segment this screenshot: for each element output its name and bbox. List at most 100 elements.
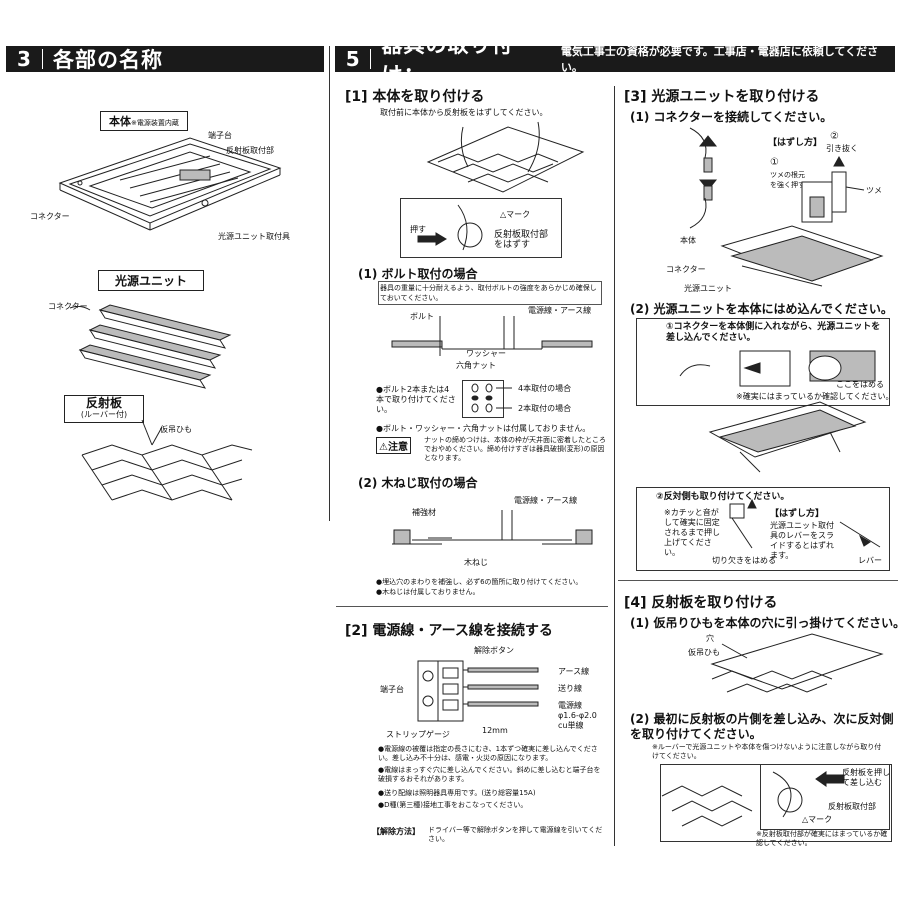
body-label-step3: 本体: [680, 236, 696, 245]
reflector-illustration: [81, 419, 253, 501]
lever-illustration: [839, 521, 881, 548]
bolt-count: ●ボルト2本または4本で取り付けてください。: [376, 385, 456, 414]
bolt-label: ボルト: [410, 312, 434, 321]
woodscrew-label: 木ねじ: [464, 558, 488, 567]
lever-label: レバー: [858, 556, 882, 565]
column-divider: [614, 86, 615, 846]
step3-title: [3] 光源ユニットを取り付ける: [624, 89, 820, 105]
step2-title: [2] 電源線・アース線を接続する: [345, 623, 553, 639]
reflector-label: 反射板: [85, 396, 122, 410]
connector-label-step3: コネクター: [666, 265, 706, 274]
reflector-label-box: 反射板 (ルーバー付): [64, 395, 144, 423]
power-earth-label-2: 電源線・アース線: [514, 496, 578, 505]
unit-label-step3: 光源ユニット: [684, 284, 732, 293]
unit-fixture: [708, 401, 867, 473]
step-divider-1: [336, 606, 608, 607]
insert-box-2-text: ②反対側も取り付けてください。: [656, 492, 790, 502]
mark-label-step4: △マーク: [802, 815, 833, 824]
two-mount-label: 2本取付の場合: [518, 404, 572, 413]
removal2-text: 光源ユニット取付具のレバーをスライドするとはずれます。: [770, 521, 834, 560]
circle-2: ②: [830, 131, 839, 142]
section-5-number: 5: [335, 49, 372, 69]
wire-spec-1: φ1.6-φ2.0: [558, 711, 597, 720]
hexnut-label: 六角ナット: [456, 361, 496, 370]
reflector-mount-label: 反射板取付部: [226, 146, 274, 155]
removal-label: 【はずし方】: [768, 138, 823, 148]
wire-spec-2: cu単線: [558, 721, 584, 730]
body-label: 本体: [109, 115, 131, 128]
wire-note-3: ●送り配線は照明器具専用です。(送り総容量15A): [378, 789, 536, 797]
removal-illustration: [801, 155, 865, 223]
body-note: ※電源装置内蔵: [131, 119, 179, 127]
click-note: ※カチッと音がして確実に固定されるまで押し上げてください。: [664, 508, 720, 557]
wood-title: (2) 木ねじ取付の場合: [358, 476, 478, 490]
push-hand: [457, 204, 483, 251]
feed-wire-label: 送り線: [558, 684, 582, 693]
unit-mount-label: 光源ユニット取付具: [218, 232, 290, 241]
bolt-pattern: [471, 383, 512, 413]
wood-illustration: [392, 510, 593, 545]
step1-intro: 取付前に本体から反射板をはずしてください。: [380, 108, 548, 117]
wire-note-4: ●D種(第三種)接地工事をおこなってください。: [378, 801, 528, 809]
step1-push-detail: [400, 198, 562, 258]
insert-illustration: [679, 350, 876, 387]
body-label-box: 本体※電源装置内蔵: [100, 111, 188, 131]
unit-connector-label: コネクター: [48, 302, 88, 311]
release-method-label: 【解除方法】: [372, 827, 420, 836]
insert-box-1: [636, 318, 890, 406]
section-divider: [329, 46, 330, 521]
connector-hands: [689, 127, 718, 229]
temp-string-label: 仮吊ひも: [160, 425, 192, 434]
section-3-number: 3: [6, 49, 43, 69]
step1-fixture-illustration: [426, 121, 585, 193]
power-earth-label: 電源線・アース線: [528, 306, 592, 315]
earth-wire-label: アース線: [558, 667, 590, 676]
step4-title: [4] 反射板を取り付ける: [624, 595, 778, 611]
wire-note-2: ●電線はまっすぐ穴に差し込んでください。斜めに差し込むと端子台を破損するおそれが…: [378, 766, 601, 783]
terminal-block-illustration: [417, 660, 539, 722]
push-arrow: [417, 232, 447, 246]
strip-gauge-label: ストリップゲージ: [386, 730, 450, 739]
louver-note: ※ルーバーで光源ユニットや本体を傷つけないように注意しながら取り付けてください。: [652, 743, 882, 760]
caution-label: 注意: [387, 442, 408, 453]
hook-illustration: [710, 633, 884, 693]
bolt-illustration: [391, 316, 593, 356]
pull-label: 引き抜く: [826, 144, 858, 153]
wood-note-1: ●埋込穴のまわりを補強し、必ず6の箇所に取り付けてください。: [376, 578, 583, 586]
unit-label: 光源ユニット: [114, 274, 187, 288]
insert-box-2: [636, 487, 890, 571]
push-in-arrow: [815, 771, 845, 787]
section-5-subtitle: 電気工事士の資格が必要です。工事店・電器店に依頼してください。: [560, 45, 879, 74]
unit-label-box: 光源ユニット: [98, 270, 204, 291]
check-note: ※確実にはまっているか確認してください。: [736, 392, 894, 401]
release-button-label: 解除ボタン: [474, 646, 514, 655]
step4-sub1: (1) 仮吊りひもを本体の穴に引っ掛けてください。: [630, 616, 900, 630]
strip-length-label: 12mm: [482, 726, 508, 735]
wood-note-2: ●木ねじは付属しておりません。: [376, 588, 480, 596]
bolt-title: (1) ボルト取付の場合: [358, 267, 478, 281]
body-illustration: [58, 137, 282, 231]
removal2-label: 【はずし方】: [770, 509, 825, 519]
wire-note-1: ●電源線の被覆は指定の長さにむき、1本ずつ確実に差し込んでください。差し込み不十…: [378, 745, 598, 762]
here-label: ここをはめる: [836, 380, 884, 389]
step-divider-2: [618, 580, 898, 581]
click-illustration: [729, 498, 757, 549]
reinforce-label: 補強材: [412, 508, 436, 517]
reflector-mount-label-step4: 反射板取付部: [828, 802, 876, 811]
caution-text: ナットの締めつけは、本体の枠が天井面に密着したところでおやめください。締め付けす…: [424, 436, 606, 462]
reflector-sub: (ルーバー付): [80, 410, 128, 419]
power-wire-label: 電源線: [558, 701, 582, 710]
step3-sub1: (1) コネクターを接続してください。: [630, 110, 833, 124]
section-3-header: 3 各部の名称: [6, 46, 324, 72]
caution-box: ⚠注意: [376, 437, 411, 454]
push-in-label: 反射板を押し て差し込む: [842, 768, 890, 787]
bolt-note: 器具の重量に十分耐えるよう、取付ボルトの強度をあらかじめ確保しておいてください。: [378, 281, 602, 305]
bolt-pattern-box: [462, 380, 504, 418]
claw-label: ツメ: [866, 186, 882, 195]
insert-box-1-text: ①コネクターを本体側に入れながら、光源ユニットを差し込んでください。: [666, 322, 881, 343]
step1-title: [1] 本体を取り付ける: [345, 89, 485, 105]
confirm-note: ※反射板取付部が確実にはまっているか確認してください。: [756, 830, 888, 847]
bolt-not-included: ●ボルト・ワッシャー・六角ナットは付属しておりません。: [376, 424, 591, 433]
circle-1: ①: [770, 157, 779, 168]
washer-label: ワッシャー: [466, 349, 506, 358]
